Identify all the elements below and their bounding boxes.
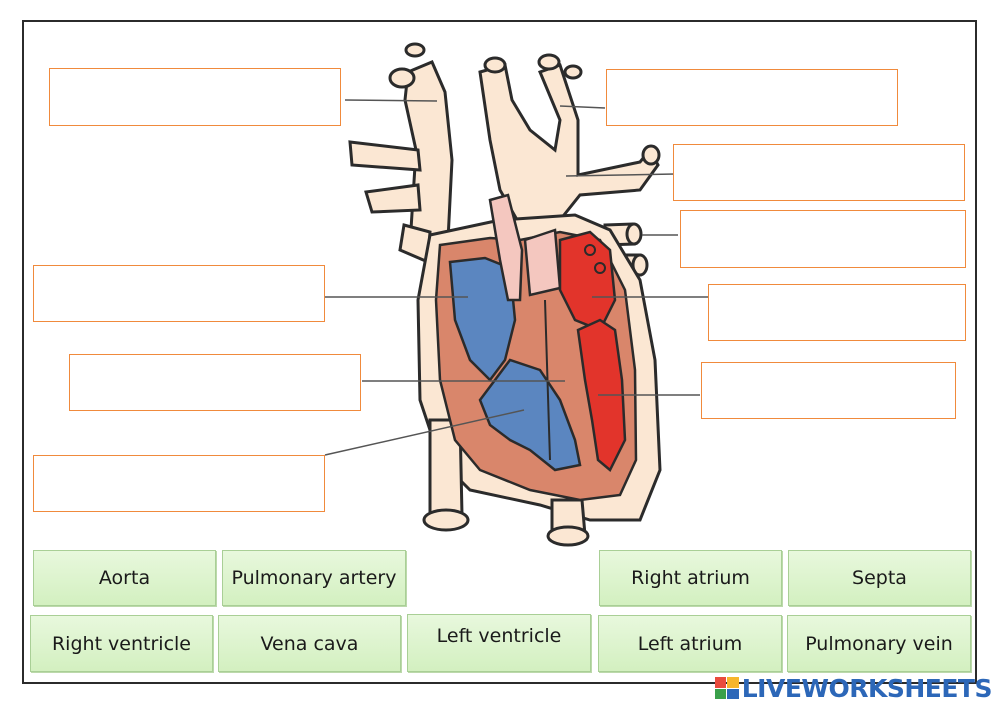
chip-right-ventricle[interactable]: Right ventricle — [30, 615, 213, 672]
chip-left-atrium[interactable]: Left atrium — [598, 615, 782, 672]
chip-septa[interactable]: Septa — [788, 550, 971, 606]
chip-pulmonary-vein[interactable]: Pulmonary vein — [787, 615, 971, 672]
pulmonary-trunk — [488, 193, 562, 302]
chip-label: Left atrium — [637, 632, 743, 655]
septum-line — [544, 299, 551, 461]
chip-pulmonary-artery[interactable]: Pulmonary artery — [222, 550, 406, 606]
chip-label: Pulmonary vein — [805, 632, 953, 655]
brand-watermark: LIVEWORKSHEETS — [714, 673, 993, 703]
drop-box-right-3[interactable] — [680, 210, 966, 268]
drop-box-right-4[interactable] — [708, 284, 966, 341]
chip-label: Aorta — [98, 567, 151, 589]
chip-right-atrium[interactable]: Right atrium — [599, 550, 782, 606]
chip-left-ventricle[interactable]: Left ventricle — [407, 614, 591, 672]
left-atrium-chamber — [558, 230, 617, 332]
drop-box-left-2[interactable] — [33, 265, 325, 322]
chip-label: Vena cava — [260, 632, 359, 655]
chip-label: Septa — [852, 567, 907, 589]
drop-box-left-3[interactable] — [69, 354, 361, 411]
right-atrium-chamber — [448, 256, 517, 382]
inferior-vena-cava — [422, 418, 590, 547]
chip-aorta[interactable]: Aorta — [33, 550, 216, 606]
drop-box-top-right[interactable] — [606, 69, 898, 126]
chip-vena-cava[interactable]: Vena cava — [218, 615, 401, 672]
chip-label: Left ventricle — [436, 625, 562, 647]
chip-label: Right atrium — [631, 567, 750, 589]
drop-box-right-5[interactable] — [701, 362, 956, 419]
drop-box-top-left[interactable] — [49, 68, 341, 126]
drop-box-left-4[interactable] — [33, 455, 325, 512]
right-ventricle-chamber — [478, 358, 582, 472]
drop-box-right-2[interactable] — [673, 144, 965, 201]
chip-label: Right ventricle — [51, 632, 191, 655]
leader-lines — [324, 99, 710, 456]
chip-label: Pulmonary artery — [231, 567, 397, 589]
liveworksheets-logo-icon — [714, 677, 739, 699]
left-branch-vessels — [348, 42, 432, 265]
brand-text: LIVEWORKSHEETS — [741, 673, 993, 703]
